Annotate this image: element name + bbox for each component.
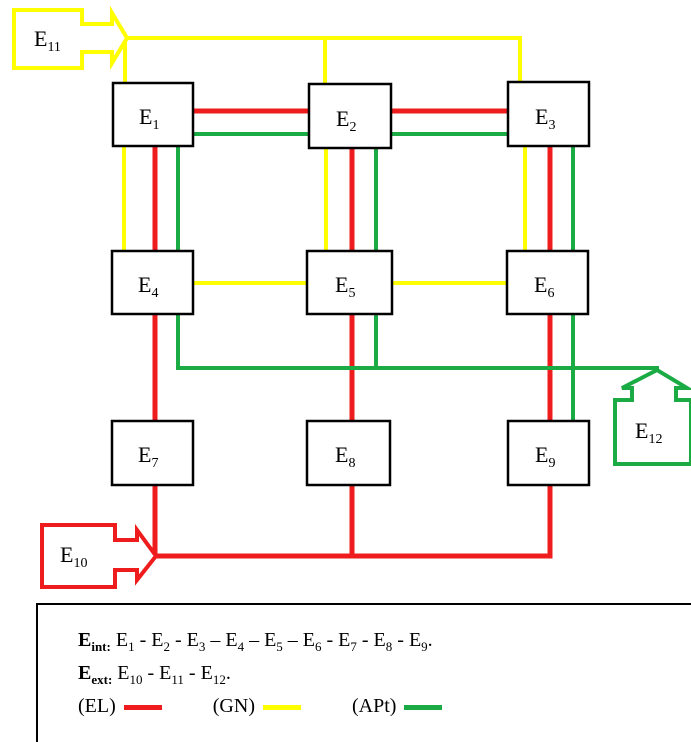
e11-arrow-shape (12, 5, 130, 71)
node-e7-box (110, 419, 195, 487)
legend-internal-line: Eint: E1 - E2 - E3 – E4 – E5 – E6 - E7 -… (78, 627, 691, 660)
apt-line-e4-bus (176, 314, 659, 378)
node-e6-box (505, 249, 590, 316)
node-label-e12: E12 (635, 418, 662, 447)
node-label-e11: E11 (34, 26, 61, 55)
legend-external-text: E10 - E11 - E12. (117, 662, 231, 687)
e12-arrow-shape (613, 367, 691, 466)
legend-el-label: (EL) (78, 695, 116, 717)
node-label-e6: E6 (534, 272, 554, 301)
node-label-e5: E5 (335, 272, 355, 301)
node-e3-box (506, 80, 591, 148)
legend-internal-text: E1 - E2 - E3 – E4 – E5 – E6 - E7 - E8 - … (115, 629, 433, 654)
node-label-e10: E10 (60, 542, 87, 571)
e10-arrow-shape (40, 523, 159, 589)
node-label-e4: E4 (138, 272, 158, 301)
gn-network-lines (122, 36, 527, 285)
legend-colors-line: (EL) (GN) (APt) (78, 693, 691, 719)
legend-gn-item: (GN) (213, 693, 309, 719)
legend-box: Eint: E1 - E2 - E3 – E4 – E5 – E6 - E7 -… (36, 603, 691, 742)
el-network-lines (152, 108, 553, 559)
legend-el-swatch (123, 704, 162, 710)
legend-gn-label: (GN) (212, 695, 255, 717)
node-label-e8: E8 (335, 442, 355, 471)
gn-line-e11-top (123, 36, 522, 82)
node-e1-box (111, 81, 195, 148)
node-label-e2: E2 (336, 106, 356, 135)
legend-external-key: Eext: (78, 662, 113, 687)
node-e2-box (307, 82, 393, 150)
legend-internal-key: Eint: (78, 629, 111, 654)
node-e8-box (305, 419, 392, 487)
legend-external-line: Eext: E10 - E11 - E12. (78, 660, 691, 693)
node-e9-box (506, 419, 591, 487)
legend-el-item: (EL) (78, 693, 170, 719)
legend-gn-swatch (262, 704, 301, 710)
legend-apt-item: (APt) (352, 693, 450, 719)
node-label-e3: E3 (535, 104, 555, 133)
legend-apt-swatch (404, 704, 443, 710)
legend-apt-label: (APt) (351, 695, 397, 717)
node-e5-box (305, 249, 394, 316)
node-label-e1: E1 (139, 104, 159, 133)
node-label-e9: E9 (535, 442, 555, 471)
node-label-e7: E7 (138, 442, 158, 471)
node-boxes (110, 80, 591, 487)
node-e4-box (110, 249, 195, 316)
